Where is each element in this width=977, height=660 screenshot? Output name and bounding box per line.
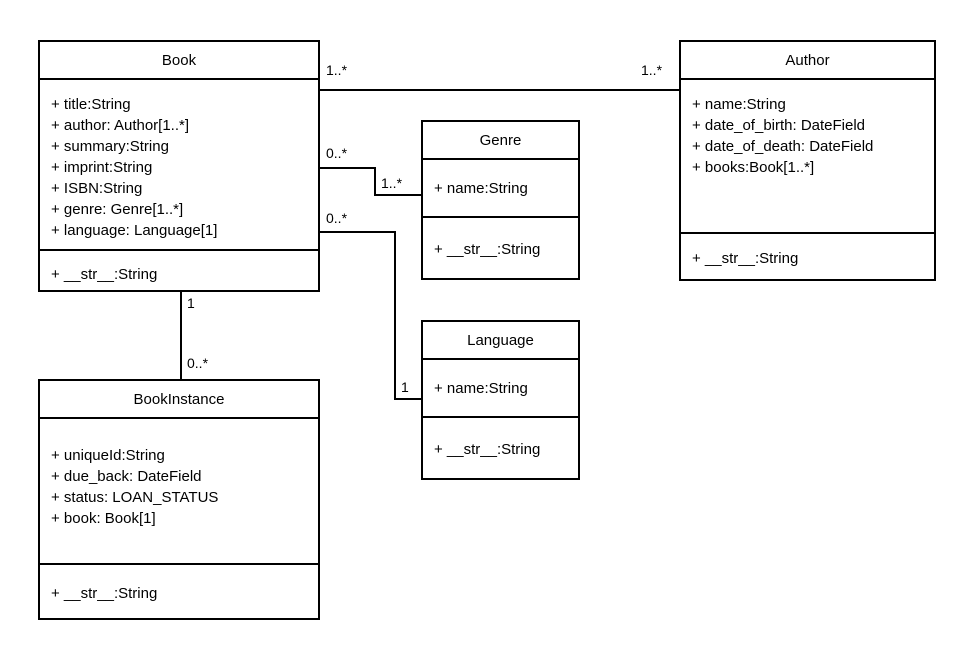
attribute-row: + book: Book[1] [51, 510, 156, 527]
operation-row: + __str__:String [51, 266, 158, 283]
edge-book-author [320, 89, 680, 91]
attribute-row: + title:String [51, 96, 131, 113]
operation-row: + __str__:String [434, 441, 541, 458]
edge-book-genre-seg1 [320, 167, 376, 169]
multiplicity-book-to-instance: 1 [187, 295, 195, 311]
class-name-bookinstance: BookInstance [40, 381, 318, 419]
attribute-row: + books:Book[1..*] [692, 159, 815, 176]
edge-book-language-seg2 [394, 231, 396, 400]
operation-row: + __str__:String [692, 250, 799, 267]
class-operations-genre: + __str__:String [423, 216, 578, 278]
multiplicity-book-to-author: 1..* [326, 62, 348, 78]
class-box-genre[interactable]: Genre + name:String + __str__:String [421, 120, 580, 280]
class-attributes-bookinstance: + uniqueId:String + due_back: DateField … [40, 419, 318, 563]
multiplicity-genre-to-book: 1..* [381, 175, 403, 191]
multiplicity-instance-to-book: 0..* [187, 355, 209, 371]
class-attributes-genre: + name:String [423, 160, 578, 216]
class-name-genre: Genre [423, 122, 578, 160]
operation-row: + __str__:String [51, 585, 158, 602]
class-operations-language: + __str__:String [423, 416, 578, 478]
multiplicity-author-to-book: 1..* [641, 62, 663, 78]
attribute-row: + status: LOAN_STATUS [51, 489, 219, 506]
attribute-row: + name:String [692, 96, 786, 113]
attribute-row: + genre: Genre[1..*] [51, 201, 184, 218]
class-attributes-author: + name:String + date_of_birth: DateField… [681, 80, 934, 232]
attribute-row: + due_back: DateField [51, 468, 202, 485]
edge-book-language-seg3 [394, 398, 422, 400]
class-operations-author: + __str__:String [681, 232, 934, 279]
attribute-row: + ISBN:String [51, 180, 143, 197]
multiplicity-book-to-genre: 0..* [326, 145, 348, 161]
class-operations-book: + __str__:String [40, 249, 318, 294]
attribute-row: + name:String [434, 180, 528, 197]
class-name-book: Book [40, 42, 318, 80]
multiplicity-language-to-book: 1 [401, 379, 409, 395]
class-name-language: Language [423, 322, 578, 360]
attribute-row: + date_of_death: DateField [692, 138, 874, 155]
class-operations-bookinstance: + __str__:String [40, 563, 318, 618]
edge-book-genre-seg2 [374, 167, 376, 196]
class-attributes-book: + title:String + author: Author[1..*] + … [40, 80, 318, 249]
edge-book-language-seg1 [320, 231, 396, 233]
class-box-author[interactable]: Author + name:String + date_of_birth: Da… [679, 40, 936, 281]
edge-book-genre-seg3 [374, 194, 422, 196]
attribute-row: + imprint:String [51, 159, 153, 176]
attribute-row: + name:String [434, 380, 528, 397]
class-box-bookinstance[interactable]: BookInstance + uniqueId:String + due_bac… [38, 379, 320, 620]
class-box-language[interactable]: Language + name:String + __str__:String [421, 320, 580, 480]
attribute-row: + date_of_birth: DateField [692, 117, 866, 134]
attribute-row: + summary:String [51, 138, 169, 155]
class-attributes-language: + name:String [423, 360, 578, 416]
attribute-row: + author: Author[1..*] [51, 117, 190, 134]
edge-book-bookinstance [180, 290, 182, 380]
class-box-book[interactable]: Book + title:String + author: Author[1..… [38, 40, 320, 292]
multiplicity-book-to-language: 0..* [326, 210, 348, 226]
attribute-row: + uniqueId:String [51, 447, 165, 464]
class-name-author: Author [681, 42, 934, 80]
operation-row: + __str__:String [434, 241, 541, 258]
attribute-row: + language: Language[1] [51, 222, 218, 239]
